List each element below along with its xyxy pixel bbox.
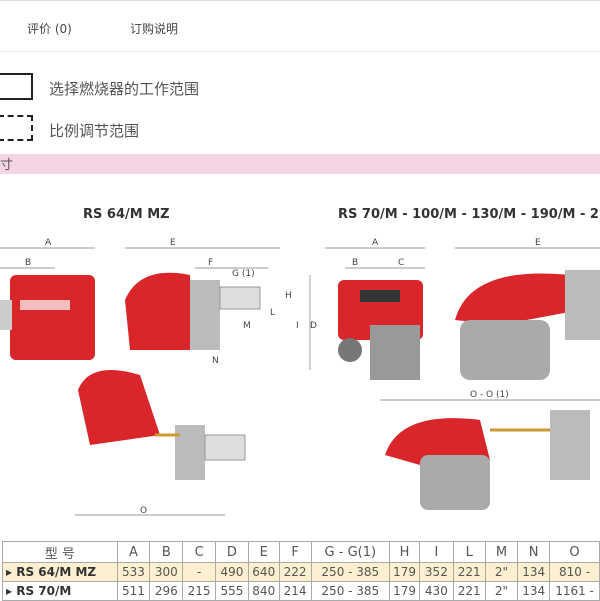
- dim-e-label: E: [170, 238, 176, 248]
- dim-g-label: G (1): [232, 269, 255, 279]
- table-row: ▸ RS 64/M MZ 533 300 - 490 640 222 250 -…: [2, 562, 600, 582]
- table-cell: 134: [517, 581, 551, 601]
- dim-d-label: D: [310, 321, 317, 331]
- table-cell: 250 - 385: [310, 581, 391, 601]
- dim-m-label: M: [243, 321, 251, 331]
- table-cell: -: [182, 562, 217, 582]
- table-cell: 179: [389, 562, 420, 582]
- table-cell: 2": [484, 562, 519, 582]
- tab-reviews[interactable]: 评价 (0): [27, 22, 72, 36]
- table-cell: 214: [278, 581, 312, 601]
- table-cell: 215: [182, 581, 217, 601]
- burner-side-left: [125, 272, 261, 350]
- model-link[interactable]: ▸ RS 64/M MZ: [2, 562, 118, 582]
- table-cell: 810 -: [549, 562, 600, 582]
- legend-dashed-label: 比例调节范围: [49, 122, 140, 140]
- table-row: ▸ RS 70/M 511 296 215 555 840 214 250 - …: [2, 581, 600, 601]
- table-cell: 430: [418, 581, 454, 601]
- table-cell: 490: [215, 562, 249, 582]
- legend-solid-label: 选择燃烧器的工作范围: [49, 80, 200, 98]
- section-title: 寸: [0, 158, 14, 173]
- dim-a2-label: A: [372, 238, 379, 248]
- burner-dimension-drawings: A B E F G (1) H L M N I D A B C E O - O …: [0, 238, 600, 516]
- dim-b2-label: B: [352, 258, 358, 268]
- header-cell: M: [484, 541, 519, 563]
- header-cell: B: [149, 541, 184, 563]
- dim-i-label: I: [296, 321, 299, 331]
- table-cell: 221: [452, 581, 486, 601]
- tab-bar: 评价 (0) 订购说明: [0, 0, 600, 52]
- header-cell: I: [418, 541, 454, 563]
- dim-f-label: F: [208, 258, 213, 268]
- table-cell: 640: [247, 562, 280, 582]
- dimension-labels: A B E F G (1) H L M N I D A B C E O - O …: [25, 238, 541, 516]
- header-cell: N: [517, 541, 551, 563]
- table-cell: 300: [149, 562, 184, 582]
- dimensions-table: 型 号 A B C D E F G - G(1) H I L M N O ▸ R…: [2, 541, 600, 601]
- table-cell: 296: [149, 581, 184, 601]
- header-cell: C: [182, 541, 217, 563]
- table-cell: 2": [484, 581, 519, 601]
- table-header-row: 型 号 A B C D E F G - G(1) H I L M N O: [2, 541, 600, 563]
- header-cell: H: [389, 541, 420, 563]
- model-link[interactable]: ▸ RS 70/M: [2, 581, 118, 601]
- dimension-lines: [0, 247, 600, 516]
- dim-h-label: H: [285, 291, 292, 301]
- header-cell: G - G(1): [310, 541, 391, 563]
- dim-e2-label: E: [535, 238, 541, 248]
- dim-a-label: A: [45, 238, 52, 248]
- table-cell: 221: [452, 562, 486, 582]
- solid-range-icon: [0, 73, 33, 100]
- header-cell: D: [215, 541, 249, 563]
- tab-order-info[interactable]: 订购说明: [130, 22, 179, 36]
- header-cell: O: [549, 541, 600, 563]
- table-cell: 179: [389, 581, 420, 601]
- dim-o-label: O: [140, 506, 147, 516]
- table-cell: 250 - 385: [310, 562, 391, 582]
- dim-c-label: C: [398, 258, 404, 268]
- table-cell: 222: [278, 562, 312, 582]
- table-cell: 1161 -: [549, 581, 600, 601]
- header-cell: A: [116, 541, 151, 563]
- dim-o1-label: O - O (1): [470, 390, 509, 400]
- burner-front-left: [0, 275, 95, 360]
- header-cell: F: [278, 541, 312, 563]
- dim-l-label: L: [270, 308, 275, 318]
- table-cell: 555: [215, 581, 249, 601]
- table-cell: 511: [116, 581, 151, 601]
- table-cell: 134: [517, 562, 551, 582]
- dashed-range-icon: [0, 115, 33, 141]
- table-cell: 840: [247, 581, 280, 601]
- header-cell: E: [247, 541, 280, 563]
- burner-front-right: [338, 280, 423, 380]
- section-header: 寸: [0, 154, 600, 174]
- burner-open-left: [78, 370, 246, 480]
- burner-open-right: [385, 410, 590, 510]
- table-cell: 352: [418, 562, 454, 582]
- dim-b-label: B: [25, 258, 31, 268]
- dim-n-label: N: [212, 356, 219, 366]
- table-cell: 533: [116, 562, 151, 582]
- header-model: 型 号: [2, 541, 118, 563]
- header-cell: L: [452, 541, 486, 563]
- burner-side-right: [455, 270, 600, 380]
- right-model-title: RS 70/M - 100/M - 130/M - 190/M - 2: [338, 207, 599, 222]
- left-model-title: RS 64/M MZ: [83, 207, 170, 222]
